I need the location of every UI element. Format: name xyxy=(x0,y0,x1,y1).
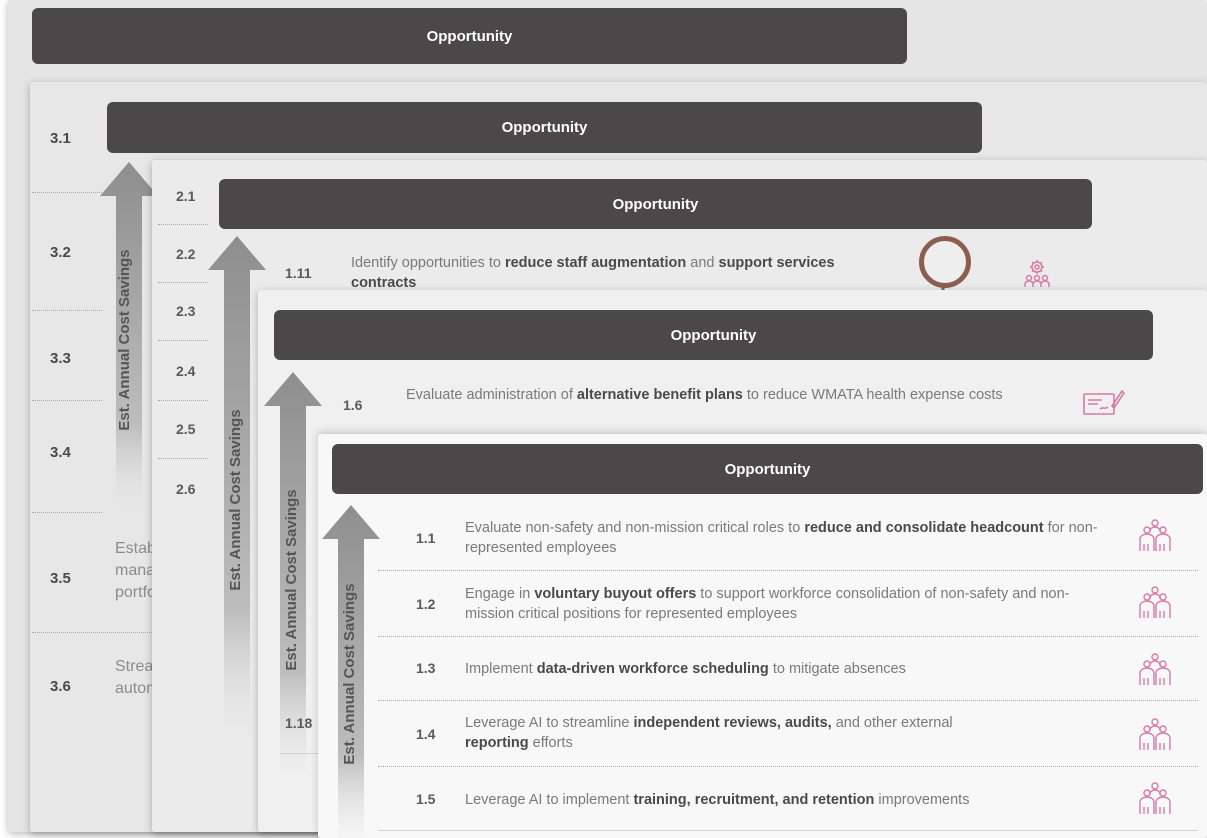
main-item-divider xyxy=(378,700,1198,701)
savings-arrow-label-2: Est. Annual Cost Savings xyxy=(227,409,244,591)
main-item-num: 1.1 xyxy=(416,530,436,546)
header-layer-2: Opportunity xyxy=(107,102,982,153)
level2-num-4: 2.4 xyxy=(176,363,196,379)
level2-num-2: 2.2 xyxy=(176,246,196,262)
header-layer-1: Opportunity xyxy=(32,8,907,64)
level2-separator xyxy=(158,400,208,401)
item-1-6-num: 1.6 xyxy=(343,397,363,413)
people-group-icon xyxy=(1139,653,1171,685)
gear-people-icon xyxy=(1024,260,1050,287)
level2-num-5: 2.5 xyxy=(176,421,196,437)
people-group-icon xyxy=(1139,519,1171,551)
level2-separator xyxy=(158,340,208,341)
main-item-num: 1.4 xyxy=(416,726,436,742)
level3-num-3: 3.3 xyxy=(50,350,71,367)
main-item-divider xyxy=(378,766,1198,767)
main-item-divider xyxy=(378,570,1198,571)
savings-arrow-2 xyxy=(208,236,266,736)
main-item-divider xyxy=(378,636,1198,637)
check-document-icon xyxy=(1083,389,1126,415)
level3-num-4: 3.4 xyxy=(50,444,71,461)
main-item-num: 1.2 xyxy=(416,596,436,612)
main-item-desc: Engage in voluntary buyout offers to sup… xyxy=(465,586,1070,622)
savings-arrow-1 xyxy=(100,162,158,512)
main-item-num: 1.3 xyxy=(416,660,436,676)
savings-arrow-label-1: Est. Annual Cost Savings xyxy=(116,249,133,431)
item-1-11-desc: Identify opportunities to reduce staff a… xyxy=(351,255,835,291)
level3-separator xyxy=(32,310,102,311)
savings-arrow-3 xyxy=(264,372,322,772)
header-layer-5: Opportunity xyxy=(332,444,1203,494)
level2-num-1: 2.1 xyxy=(176,188,196,204)
item-1-18-divider xyxy=(280,753,320,754)
item-1-18-num: 1.18 xyxy=(285,715,313,731)
level3-num-6: 3.6 xyxy=(50,678,71,695)
level2-separator xyxy=(158,224,208,225)
main-item-desc: Evaluate non-safety and non-mission crit… xyxy=(465,520,1098,556)
main-item-desc: Leverage AI to implement training, recru… xyxy=(465,792,970,808)
level3-separator xyxy=(32,632,152,633)
level3-num-1: 3.1 xyxy=(50,130,71,147)
level2-num-3: 2.3 xyxy=(176,303,196,319)
people-group-icon xyxy=(1139,782,1171,814)
main-item-divider xyxy=(378,830,1198,831)
main-item-num: 1.5 xyxy=(416,791,436,807)
people-group-icon xyxy=(1139,586,1171,618)
level3-num-5: 3.5 xyxy=(50,570,71,587)
savings-arrow-label-3: Est. Annual Cost Savings xyxy=(283,489,300,671)
level3-separator xyxy=(32,512,102,513)
level3-separator xyxy=(32,400,102,401)
level2-separator xyxy=(158,458,208,459)
main-item-desc: Implement data-driven workforce scheduli… xyxy=(465,661,906,677)
level2-num-6: 2.6 xyxy=(176,481,196,497)
main-item-desc: Leverage AI to streamline independent re… xyxy=(465,715,953,751)
level3-separator xyxy=(32,192,102,193)
header-layer-3: Opportunity xyxy=(219,179,1092,229)
header-layer-4: Opportunity xyxy=(274,310,1153,360)
item-1-6-desc: Evaluate administration of alternative b… xyxy=(406,387,1003,403)
magnifier-highlight xyxy=(919,236,971,288)
savings-arrow-4 xyxy=(322,505,380,838)
people-group-icon xyxy=(1139,718,1171,750)
level2-separator xyxy=(158,282,208,283)
item-1-11-num: 1.11 xyxy=(285,265,312,281)
level3-num-2: 3.2 xyxy=(50,244,71,261)
savings-arrow-label-4: Est. Annual Cost Savings xyxy=(341,583,358,765)
